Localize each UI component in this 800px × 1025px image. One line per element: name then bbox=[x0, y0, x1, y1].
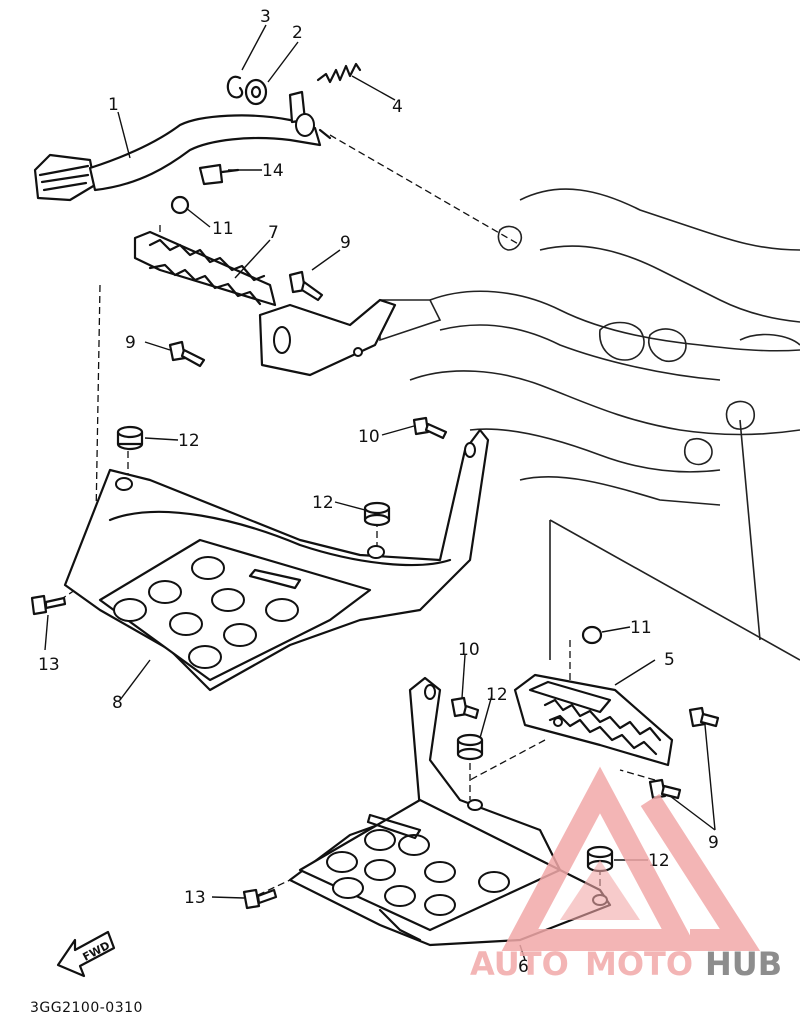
callout-leaders bbox=[44, 24, 716, 961]
callout-11-left: 11 bbox=[212, 219, 234, 239]
callout-4: 4 bbox=[392, 97, 403, 117]
watermark-logo: AUTO MOTO HUB bbox=[470, 766, 782, 983]
callout-9-left: 9 bbox=[125, 333, 136, 353]
callout-labels: 1 2 3 4 5 6 7 8 9 9 9 10 10 11 11 12 12 … bbox=[38, 7, 719, 977]
callout-11-right: 11 bbox=[630, 618, 652, 638]
bolts-left bbox=[168, 195, 324, 368]
callout-9-top: 9 bbox=[340, 233, 351, 253]
bolts-skid-left bbox=[30, 416, 448, 616]
callout-13-left: 13 bbox=[38, 655, 60, 675]
callout-7: 7 bbox=[268, 223, 279, 243]
callout-10-left: 10 bbox=[358, 427, 380, 447]
callout-12-b: 12 bbox=[312, 493, 334, 513]
footrest-left bbox=[133, 230, 397, 377]
small-hardware-top bbox=[198, 62, 362, 186]
callout-12-c: 12 bbox=[486, 685, 508, 705]
callout-2: 2 bbox=[292, 23, 303, 43]
callout-13-right: 13 bbox=[184, 888, 206, 908]
callout-14: 14 bbox=[262, 161, 284, 181]
callout-9-right: 9 bbox=[708, 833, 719, 853]
callout-10-right: 10 bbox=[458, 640, 480, 660]
watermark-text-moto: MOTO bbox=[585, 945, 693, 983]
footrest-right bbox=[513, 625, 720, 800]
fwd-arrow: FWD bbox=[56, 930, 116, 978]
dampers-left bbox=[116, 425, 391, 527]
watermark-text-hub: HUB bbox=[705, 945, 782, 983]
watermark-text-auto: AUTO bbox=[470, 945, 569, 983]
callout-8: 8 bbox=[112, 693, 123, 713]
skid-plate-left bbox=[63, 428, 490, 692]
callout-12-a: 12 bbox=[178, 431, 200, 451]
motorcycle-frame bbox=[379, 188, 800, 661]
dampers-right bbox=[456, 733, 614, 873]
bolts-skid-right bbox=[242, 696, 480, 910]
callout-6: 6 bbox=[518, 957, 529, 977]
callout-3: 3 bbox=[260, 7, 271, 27]
callout-12-d: 12 bbox=[648, 851, 670, 871]
diagram-code: 3GG2100-0310 bbox=[30, 1000, 143, 1016]
callout-5: 5 bbox=[664, 650, 675, 670]
callout-1: 1 bbox=[108, 95, 119, 115]
brake-pedal bbox=[33, 90, 332, 202]
